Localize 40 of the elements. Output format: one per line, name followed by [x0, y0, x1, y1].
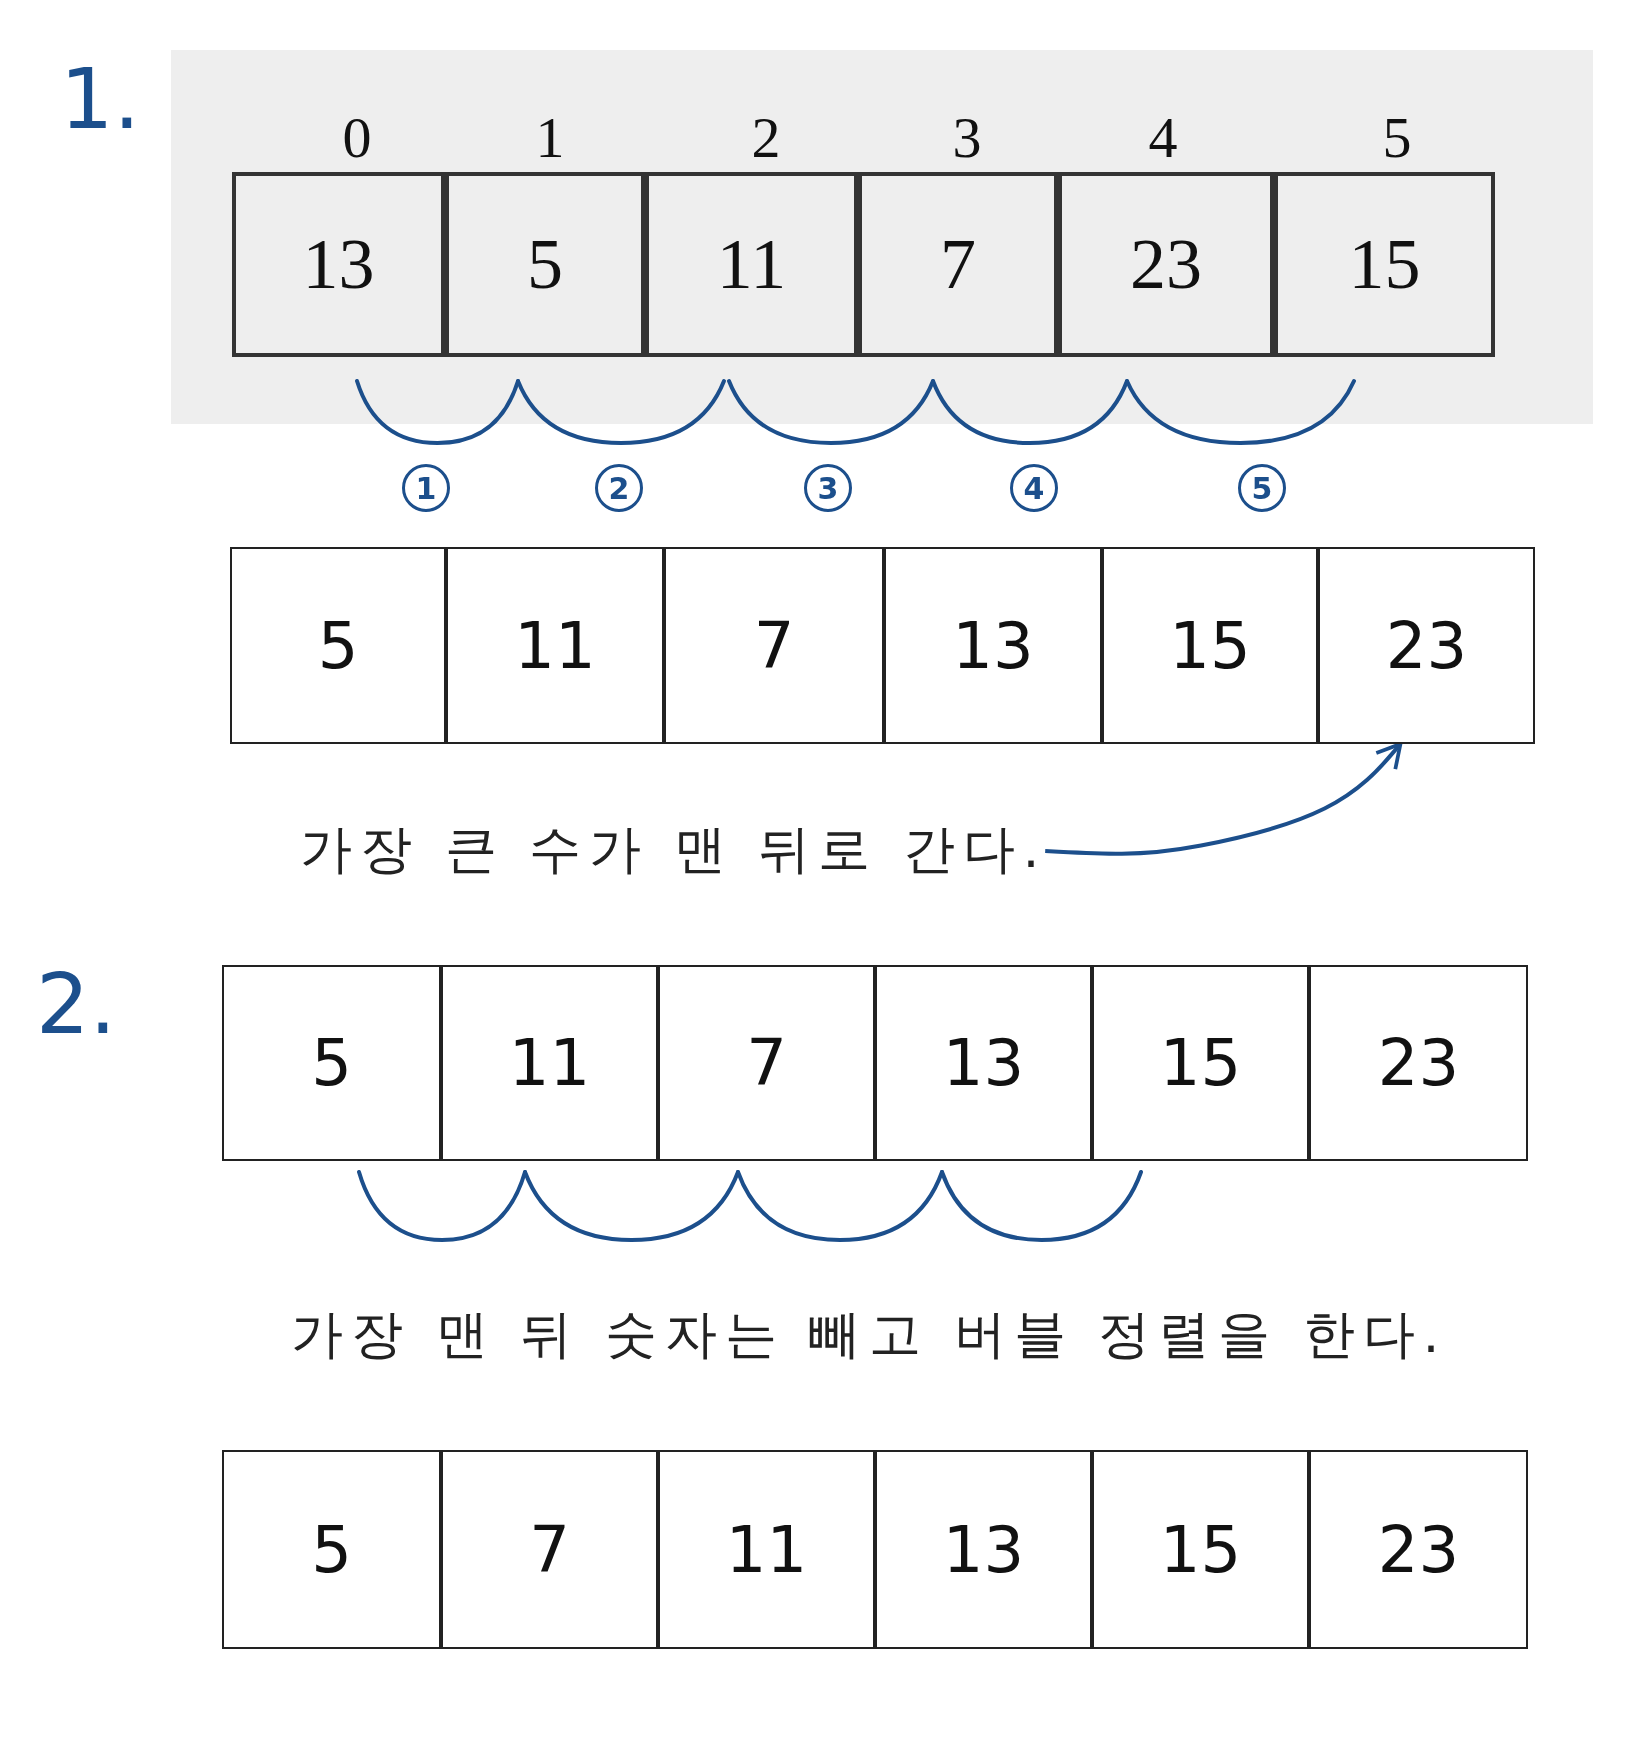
array-cell: 5 [222, 1450, 441, 1649]
index-number: 5 [1381, 104, 1413, 171]
array-cell: 23 [1318, 547, 1535, 744]
array-cell: 15 [1092, 965, 1309, 1161]
index-number: 0 [341, 104, 373, 171]
step-number: 2 [595, 464, 643, 512]
array-cell: 11 [446, 547, 664, 744]
array-cell: 7 [664, 547, 884, 744]
note-text: 가장 맨 뒤 숫자는 빼고 버블 정렬을 한다. [291, 1303, 1448, 1366]
array-cell: 15 [1102, 547, 1318, 744]
array-cell: 13 [884, 547, 1102, 744]
index-number: 3 [951, 104, 983, 171]
step-number: 4 [1010, 464, 1058, 512]
array-cell: 13 [875, 965, 1092, 1161]
array-cell: 11 [658, 1450, 875, 1649]
array-cell: 7 [858, 172, 1058, 357]
index-number: 1 [534, 104, 566, 171]
array-cell: 23 [1309, 965, 1528, 1161]
array-cell: 7 [658, 965, 875, 1161]
array-cell: 23 [1058, 172, 1274, 357]
array-cell: 23 [1309, 1450, 1528, 1649]
step-number: 1 [402, 464, 450, 512]
array-cell: 5 [222, 965, 441, 1161]
step-number: 3 [804, 464, 852, 512]
array-cell: 11 [441, 965, 658, 1161]
array-cell: 7 [441, 1450, 658, 1649]
index-number: 4 [1147, 104, 1179, 171]
array-cell: 13 [875, 1450, 1092, 1649]
index-number: 2 [750, 104, 782, 171]
section-number: 2. [36, 955, 117, 1053]
array-cell: 13 [232, 172, 445, 357]
step-number: 5 [1238, 464, 1286, 512]
note-text: 가장 큰 수가 맨 뒤로 간다. [300, 815, 1048, 879]
array-cell: 5 [230, 547, 446, 744]
array-cell: 5 [445, 172, 645, 357]
array-cell: 15 [1274, 172, 1495, 357]
array-cell: 15 [1092, 1450, 1309, 1649]
arrow [1045, 742, 1403, 856]
array-cell: 11 [645, 172, 858, 357]
section-number: 1. [60, 50, 141, 148]
